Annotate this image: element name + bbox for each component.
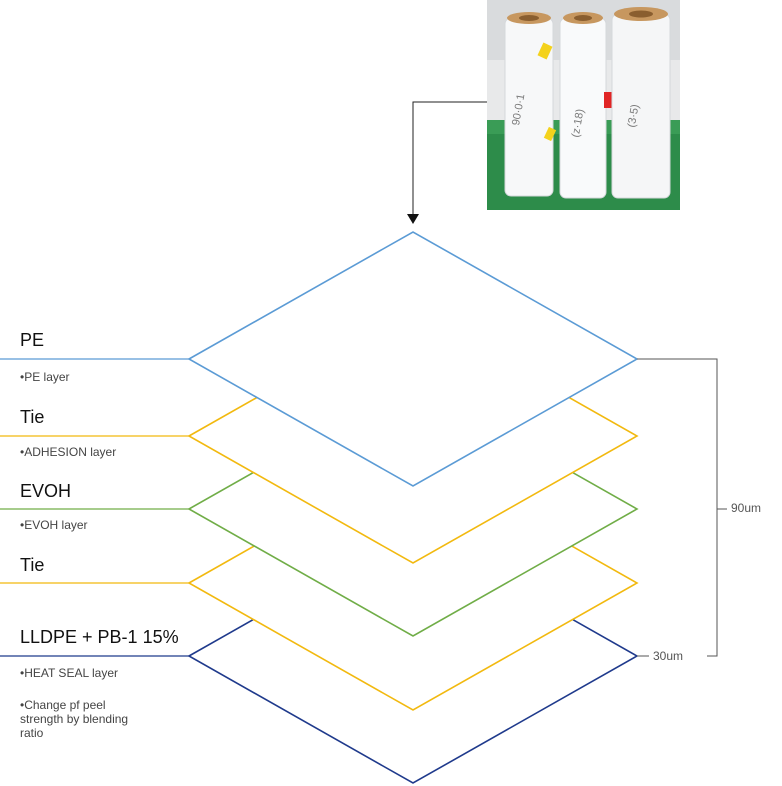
layer-note-pe: PE layer xyxy=(20,370,69,384)
layer-note-tie1: ADHESION layer xyxy=(20,445,116,459)
layer-title-tie1: Tie xyxy=(20,407,45,427)
roll-mark-3: (3·5) xyxy=(626,103,642,128)
roll-mark-2: (z·18) xyxy=(570,108,587,138)
layer-title-pe: PE xyxy=(20,330,45,350)
film-rolls-photo: 90·0·1 (z·18) (3·5) xyxy=(487,0,680,210)
layer-title-evoh: EVOH xyxy=(20,481,72,501)
total-thickness-bracket xyxy=(637,358,718,657)
photo-connector-line xyxy=(412,101,487,214)
roll-mark-1: 90·0·1 xyxy=(510,93,527,126)
seal-thickness-label: 30um xyxy=(653,649,684,663)
total-thickness-label: 90um xyxy=(731,501,762,515)
layer-title-tie2: Tie xyxy=(20,555,45,575)
arrow-down-icon xyxy=(407,214,419,224)
layer-note-peel: Change pf peel strength by blending rati… xyxy=(20,698,140,740)
layer-note-seal: HEAT SEAL layer xyxy=(20,666,118,680)
layer-note-evoh: EVOH layer xyxy=(20,518,87,532)
layer-title-seal: LLDPE + PB-1 15% xyxy=(20,627,179,647)
